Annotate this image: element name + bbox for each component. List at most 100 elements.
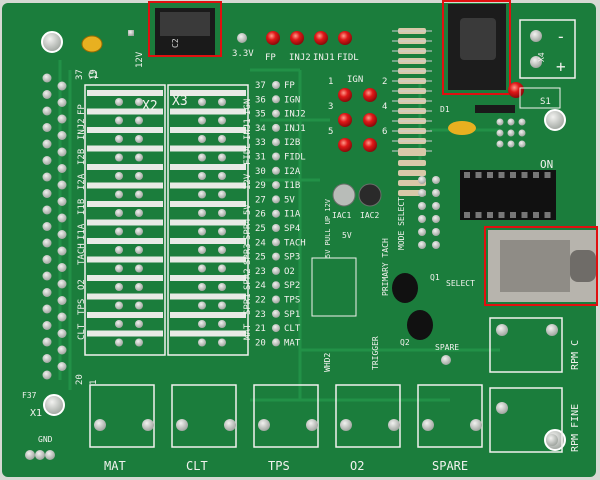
db37-pad xyxy=(57,296,67,305)
power-led xyxy=(508,82,524,98)
pin-name: SP1 xyxy=(284,310,300,320)
vertical-label: SPR4 xyxy=(243,218,253,240)
header-pad xyxy=(432,228,440,236)
jumper-strip xyxy=(87,219,163,226)
vertical-label: SPR3 xyxy=(243,243,253,265)
jumper-pad xyxy=(115,264,123,273)
dip-pin xyxy=(533,212,539,218)
pin-name: I1B xyxy=(284,181,300,191)
pin-pad xyxy=(272,195,280,204)
pull-up-jumper-outline xyxy=(311,257,357,317)
db37-pad xyxy=(57,362,67,371)
jumper-strip xyxy=(170,108,246,115)
jumper-pad xyxy=(218,264,226,273)
pin-name: I1A xyxy=(284,210,301,220)
db37-pad xyxy=(42,255,52,264)
rpm-c-outline xyxy=(489,317,563,373)
jumper-pad xyxy=(115,227,123,236)
pin-number: 20 xyxy=(255,338,266,348)
pin-pad xyxy=(272,266,280,275)
db37-pad xyxy=(57,213,67,223)
audio-jack-barrel xyxy=(570,250,596,282)
vertical-label: I2B xyxy=(77,149,87,165)
db37-pad xyxy=(57,230,67,239)
pin-name: MAT xyxy=(284,338,301,348)
jumper-pad xyxy=(218,98,226,106)
sensor-pad xyxy=(176,419,188,431)
pin-name: FP xyxy=(284,81,295,91)
jumper-pad xyxy=(115,116,123,125)
pin-19-label: 19 xyxy=(89,69,99,80)
x3-label: X3 xyxy=(172,94,188,109)
sensor-pad xyxy=(470,419,482,431)
pin-pad xyxy=(272,152,280,161)
regulator-highlight-box xyxy=(148,1,222,57)
ign-label: IGN xyxy=(347,75,363,85)
sensor-label: SPARE xyxy=(432,459,468,473)
pin-pad xyxy=(272,295,280,304)
dip-pin xyxy=(464,172,470,178)
sensor-pad xyxy=(258,419,270,431)
jumper-strip xyxy=(87,201,163,207)
dc-jack-opening xyxy=(460,18,496,60)
jumper-strip xyxy=(170,219,246,226)
pin-number: 37 xyxy=(255,81,266,91)
header-pad xyxy=(432,215,440,223)
jumper-pad xyxy=(135,227,143,236)
jumper-strip xyxy=(87,108,163,115)
pin-number: 23 xyxy=(255,310,266,320)
jumper-pad xyxy=(115,135,123,143)
db37-pad xyxy=(57,164,67,173)
db37-pad xyxy=(42,370,52,380)
pin-name: CLT xyxy=(284,324,301,334)
jumper-pad xyxy=(115,283,123,291)
pin-name: SP3 xyxy=(284,253,300,263)
rpm-fine-pad-2 xyxy=(546,434,558,446)
x4-terminal-outline xyxy=(519,19,576,79)
jumper-pad xyxy=(218,153,226,162)
ignition-leds xyxy=(338,88,377,152)
jumper-pad xyxy=(115,172,123,180)
jumper-strip xyxy=(170,275,246,281)
dip-pin xyxy=(498,172,505,178)
jumper-pad xyxy=(135,320,143,328)
audio-jack-highlight-box xyxy=(484,226,598,306)
dip-socket xyxy=(460,170,556,220)
jumper-pad xyxy=(135,338,143,347)
jumper-pad xyxy=(198,153,206,162)
db37-pad xyxy=(42,222,52,231)
vertical-label: 12V xyxy=(243,173,253,190)
sensor-pad xyxy=(306,419,318,431)
pin-number: 21 xyxy=(255,324,266,334)
pin-pad xyxy=(272,138,280,147)
db37-pad xyxy=(57,279,67,289)
jumper-strip xyxy=(87,275,163,281)
jumper-strip xyxy=(170,127,246,133)
tantalum-capacitor xyxy=(448,121,476,135)
mode-select-label: MODE SELECT xyxy=(397,197,406,250)
pin-name: FIDL xyxy=(284,153,306,163)
3v3-label: 3.3V xyxy=(232,49,254,59)
d1-label: D1 xyxy=(440,105,450,114)
vertical-label: 5V xyxy=(243,204,253,215)
dip-pin xyxy=(487,212,493,218)
dip-pin xyxy=(544,172,551,178)
pin-pad xyxy=(272,224,280,232)
vertical-label: INJ1 xyxy=(243,118,253,140)
jumper-pad xyxy=(218,172,226,180)
db37-pad xyxy=(57,263,67,272)
5v-label: 5V xyxy=(342,231,352,240)
db37-pad xyxy=(57,98,67,107)
header-pad xyxy=(418,228,426,236)
red-led xyxy=(314,31,328,45)
jumper-pad xyxy=(135,135,143,143)
sensor-pad xyxy=(340,419,352,431)
resistor-ladder xyxy=(392,28,432,196)
jumper-pad xyxy=(135,264,143,273)
jumper-pad xyxy=(218,338,226,347)
ign-number: 6 xyxy=(382,127,387,137)
c1-capacitor xyxy=(81,35,103,53)
x2-outline xyxy=(84,84,166,356)
ign-number: 5 xyxy=(328,127,333,137)
